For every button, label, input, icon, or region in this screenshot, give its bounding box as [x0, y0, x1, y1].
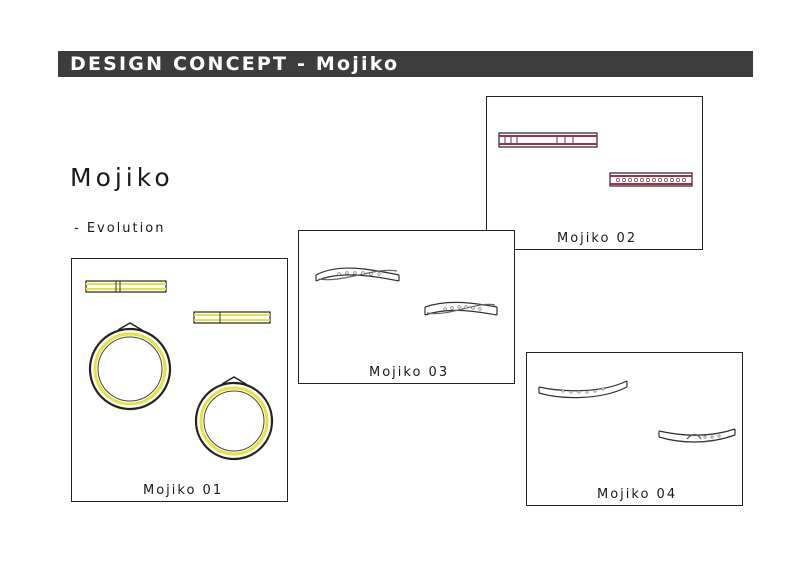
sketch-frame-mojiko-04: Mojiko 04: [526, 352, 743, 506]
sketch-frame-mojiko-01: Mojiko 01: [71, 258, 288, 502]
sketch-frame-mojiko-03: Mojiko 03: [298, 230, 515, 384]
ring-sketch-mojiko-04: [538, 380, 736, 443]
sketch-caption-mojiko-03: Mojiko 03: [369, 365, 450, 380]
sketch-caption-mojiko-01: Mojiko 01: [143, 483, 224, 498]
sketch-frame-mojiko-02: Mojiko 02: [486, 96, 703, 250]
ring-sketch-mojiko-01: [85, 280, 274, 461]
ring-sketch-mojiko-02: [498, 132, 693, 187]
page-title: DESIGN CONCEPT - Mojiko: [70, 53, 400, 75]
brand-subtitle: - Evolution: [74, 221, 166, 236]
header-bar: DESIGN CONCEPT - Mojiko: [58, 51, 753, 77]
brand-title: Mojiko: [70, 163, 174, 192]
ring-sketch-mojiko-03: [315, 267, 498, 316]
sketch-caption-mojiko-02: Mojiko 02: [557, 231, 638, 246]
sketch-caption-mojiko-04: Mojiko 04: [597, 487, 678, 502]
